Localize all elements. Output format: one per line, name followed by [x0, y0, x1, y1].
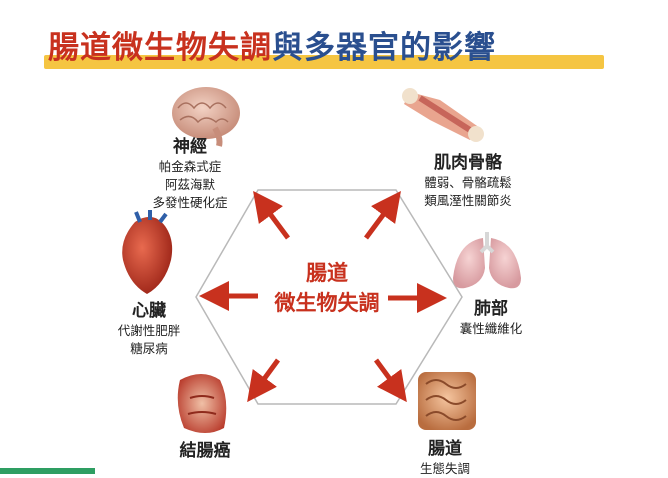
organ-name: 腸道: [428, 439, 462, 459]
bottom-strip: [0, 468, 95, 474]
heart-icon: [122, 210, 173, 294]
organ-bone-label: 肌肉骨骼 體弱、骨骼疏鬆 類風溼性關節炎: [408, 152, 528, 210]
arrow-to-brain: [253, 190, 291, 240]
organ-gut-label: 腸道 生態失調: [400, 438, 490, 478]
page-title: 腸道微生物失調與多器官的影響: [48, 22, 496, 67]
organ-name: 肌肉骨骼: [434, 153, 502, 173]
organ-item: 囊性纖維化: [459, 321, 523, 336]
organ-item: 類風溼性關節炎: [424, 193, 512, 208]
lung-icon: [453, 232, 521, 289]
title-underline: [44, 55, 604, 69]
center-line1: 腸道: [306, 261, 348, 285]
organ-name: 肺部: [474, 299, 508, 319]
organ-name: 結腸癌: [179, 441, 231, 461]
organ-item: 帕金森式症: [158, 159, 222, 174]
arrow-to-colon: [247, 358, 281, 403]
organ-item: 糖尿病: [130, 341, 168, 356]
organ-item: 阿茲海默: [164, 177, 215, 192]
center-line2: 微生物失調: [274, 291, 380, 315]
organ-item: 體弱、骨骼疏鬆: [424, 175, 512, 190]
organ-brain-label: 神經 帕金森式症 阿茲海默 多發性硬化症: [130, 136, 250, 212]
title-part2: 與多器官的影響: [272, 30, 496, 66]
muscle-bone-icon: [402, 88, 484, 142]
intestine-icon: [418, 372, 476, 430]
organ-heart-label: 心臟 代謝性肥胖 糖尿病: [104, 300, 194, 358]
organ-item: 代謝性肥胖: [117, 323, 181, 338]
organ-item: 生態失調: [419, 461, 470, 476]
brain-icon: [172, 87, 240, 147]
arrow-to-gut: [373, 358, 407, 403]
organ-item: 多發性硬化症: [152, 195, 228, 210]
center-label: 腸道 微生物失調: [262, 258, 392, 318]
center-hexagon: [195, 189, 463, 405]
colon-icon: [177, 374, 227, 433]
title-part1: 腸道微生物失調: [48, 30, 272, 66]
organ-name: 心臟: [132, 301, 166, 321]
organ-colon-label: 結腸癌: [160, 440, 250, 462]
organ-lung-label: 肺部 囊性纖維化: [446, 298, 536, 338]
arrow-to-bone: [363, 190, 401, 240]
organ-name: 神經: [173, 137, 207, 157]
